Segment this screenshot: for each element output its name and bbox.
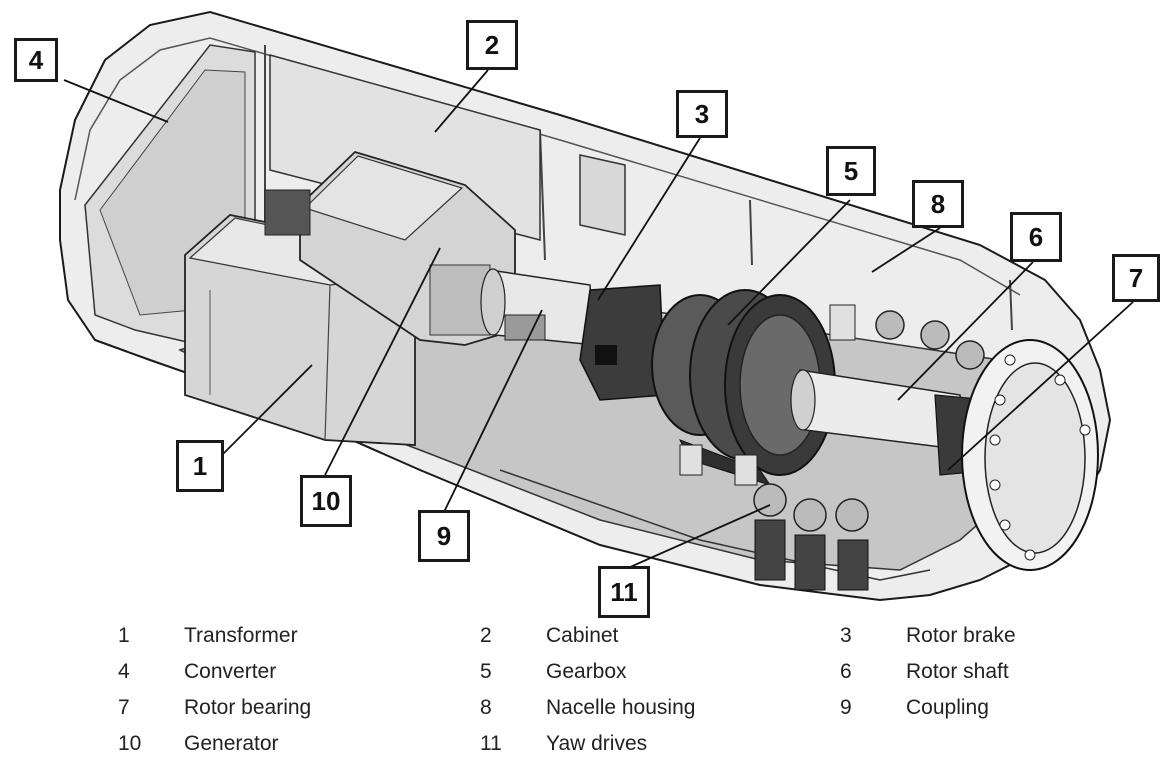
leader-lines — [63, 69, 1134, 569]
generator-body — [264, 150, 516, 346]
yaw-drives-group — [753, 310, 985, 591]
coupling-body — [480, 268, 596, 346]
callout-1: 1 — [176, 440, 224, 492]
rotor-bearing-flange — [961, 339, 1099, 571]
nacelle-illustration — [59, 10, 1134, 602]
callout-7: 7 — [1112, 254, 1160, 302]
callout-11: 11 — [598, 566, 650, 618]
gearbox-body — [651, 289, 856, 486]
callout-8: 8 — [912, 180, 964, 228]
callout-3: 3 — [676, 90, 728, 138]
callout-10: 10 — [300, 475, 352, 527]
callout-6: 6 — [1010, 212, 1062, 262]
callout-2: 2 — [466, 20, 518, 70]
rotor-brake-body — [579, 284, 666, 401]
callout-5: 5 — [826, 146, 876, 196]
callout-4: 4 — [14, 38, 58, 82]
callout-9: 9 — [418, 510, 470, 562]
